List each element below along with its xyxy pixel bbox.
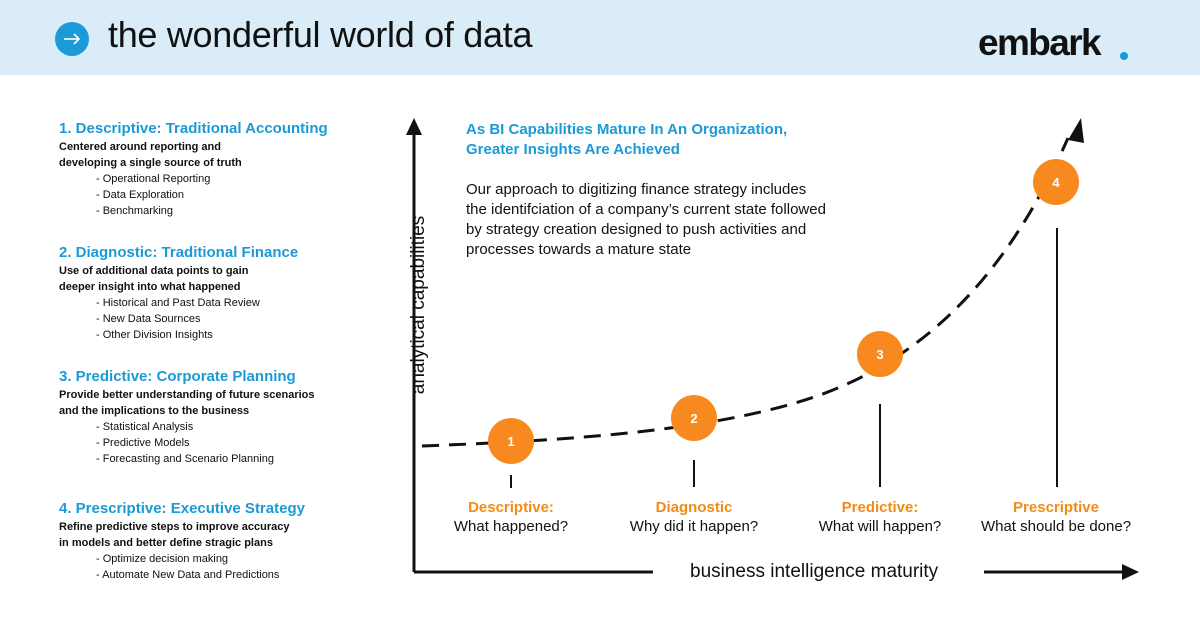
x-axis-label: business intelligence maturity [690,561,939,582]
embark-logo: embark [978,22,1102,63]
diagram-body-line: processes towards a mature state [466,241,692,258]
x-axis-arrowhead [1122,564,1139,580]
section-items: - Statistical Analysis - Predictive Mode… [59,419,389,467]
section-item: - Data Exploration [96,189,185,201]
section-description-line: deeper insight into what happened [59,281,241,293]
diagram-heading: As BI Capabilities Mature In An Organiza… [466,120,787,160]
stage-2-label: Diagnostic Why did it happen? [594,498,794,537]
section-title: 1. Descriptive: Traditional Accounting [59,120,328,137]
y-axis-arrowhead [406,118,422,135]
stage-1-number: 1 [507,434,514,449]
stage-4-node [1033,159,1079,205]
section-item: - Operational Reporting [96,173,211,185]
section-description: Provide better understanding of future s… [59,387,389,419]
section-title: 3. Predictive: Corporate Planning [59,368,296,385]
section-item: - Benchmarking [96,205,174,217]
section-description-line: Provide better understanding of future s… [59,389,315,401]
stage-1-label: Descriptive: What happened? [411,498,611,537]
stage-question: What happened? [453,518,569,535]
section-description: Centered around reporting and developing… [59,139,389,171]
section-title: 4. Prescriptive: Executive Strategy [59,500,305,517]
section-item: - Automate New Data and Predictions [96,569,280,581]
section-description-line: and the implications to the business [59,405,250,417]
stage-1-node [488,418,534,464]
section-item: - Other Division Insights [96,329,213,341]
section-items: - Optimize decision making - Automate Ne… [59,551,389,583]
section-item: - Historical and Past Data Review [96,297,260,309]
stage-3-label: Predictive: What will happen? [780,498,980,537]
stage-name: Descriptive: [468,499,554,516]
stage-question: Why did it happen? [629,518,759,535]
page-title: the wonderful world of data [108,14,533,55]
diagram-body-line: Our approach to digitizing finance strat… [466,181,807,198]
stage-3-node [857,331,903,377]
section-description-line: in models and better define stragic plan… [59,537,273,549]
arrow-right-circle-icon [55,22,89,56]
stage-name: Diagnostic [655,499,733,516]
stage-3-number: 3 [876,347,883,362]
section-items: - Historical and Past Data Review - New … [59,295,389,343]
diagram-body-text: Our approach to digitizing finance strat… [466,180,826,260]
diagram-heading-line: As BI Capabilities Mature In An Organiza… [466,121,788,138]
section-description-line: Centered around reporting and [59,141,221,153]
stage-4-number: 4 [1052,175,1060,190]
section-item: - Optimize decision making [96,553,229,565]
stage-2-node [671,395,717,441]
section-description-line: Refine predictive steps to improve accur… [59,521,290,533]
section-item: - New Data Sournces [96,313,201,325]
y-axis-label-text: analytical capabilities [408,215,429,395]
stage-question: What should be done? [980,518,1132,535]
section-item: - Predictive Models [96,437,190,449]
stage-2-number: 2 [690,411,697,426]
diagram-heading-line: Greater Insights Are Achieved [466,141,680,158]
diagram-body-line: by strategy creation designed to push ac… [466,221,807,238]
stage-question: What will happen? [818,518,942,535]
section-diagnostic: 2. Diagnostic: Traditional Finance Use o… [59,244,389,343]
diagram-body-line: the identifciation of a company’s curren… [466,201,826,218]
section-description: Use of additional data points to gain de… [59,263,389,295]
growth-curve-arrowhead [1068,118,1084,143]
section-predictive: 3. Predictive: Corporate Planning Provid… [59,368,389,467]
stage-4-label: Prescriptive What should be done? [956,498,1156,537]
section-title: 2. Diagnostic: Traditional Finance [59,244,299,261]
section-item: - Forecasting and Scenario Planning [96,453,274,465]
section-item: - Statistical Analysis [96,421,194,433]
section-items: - Operational Reporting - Data Explorati… [59,171,389,219]
section-descriptive: 1. Descriptive: Traditional Accounting C… [59,120,389,219]
section-description-line: Use of additional data points to gain [59,265,249,277]
stage-name: Prescriptive [1013,499,1099,516]
section-description: Refine predictive steps to improve accur… [59,519,389,551]
logo-dot [1120,52,1128,60]
header-band: the wonderful world of data embark [0,0,1200,75]
section-prescriptive: 4. Prescriptive: Executive Strategy Refi… [59,500,389,583]
section-description-line: developing a single source of truth [59,157,242,169]
stage-name: Predictive: [841,499,919,516]
growth-curve [421,137,1070,448]
